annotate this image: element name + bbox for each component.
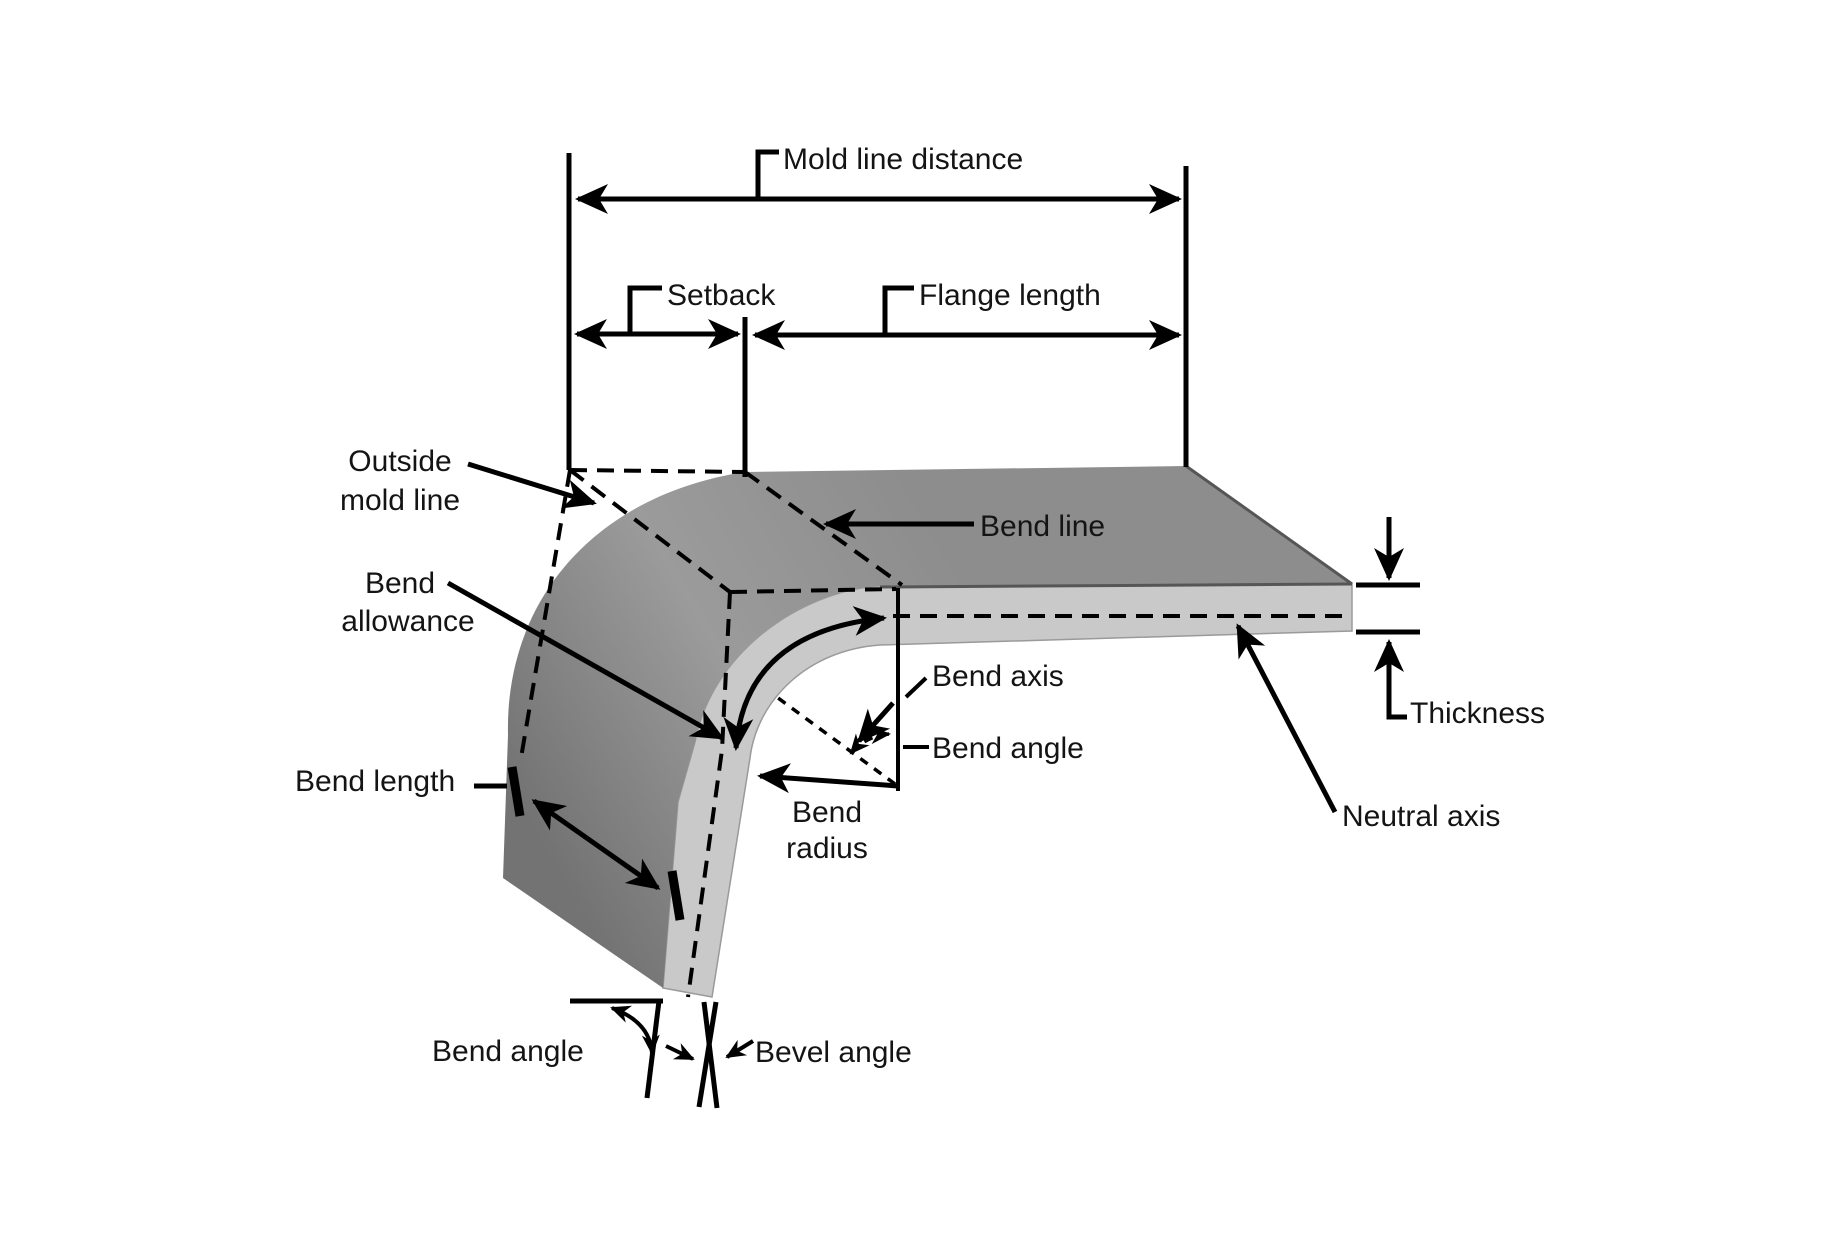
flange-front-top-edge xyxy=(879,582,1353,589)
bend-length-tick-end xyxy=(667,870,685,921)
mold-line-distance-leader xyxy=(755,149,779,199)
bend-length-dimension-line xyxy=(531,798,661,891)
flange-length-leader xyxy=(882,285,914,335)
bevel-angle-left-arrow xyxy=(665,1043,695,1061)
dimensions: Mold line distance Setback Flange length xyxy=(566,143,1189,477)
bend-allowance-label-line1: Bend xyxy=(365,567,435,600)
bevel-angle-right-arrow xyxy=(725,1039,755,1059)
bend-axis-label: Bend axis xyxy=(932,660,1064,693)
mold-line-distance-label: Mold line distance xyxy=(783,143,1023,176)
bend-allowance-leader-arrow xyxy=(446,580,725,741)
flange-right-edge xyxy=(1185,464,1353,586)
bend-angle-mid-label: Bend angle xyxy=(932,732,1084,765)
bend-radius-dashed-line xyxy=(772,693,897,786)
callouts: Outside mold line Bend line Bend allowan… xyxy=(295,445,1545,921)
neutral-axis-arrow xyxy=(1235,623,1338,814)
bend-allowance-arc xyxy=(723,606,887,751)
sheet-body xyxy=(503,464,1353,998)
bend-angle-arc-arrow xyxy=(610,1005,660,1055)
setback-label: Setback xyxy=(667,279,776,312)
bend-radius-label-line1: Bend xyxy=(792,796,862,829)
bend-radius-arrow xyxy=(757,763,899,794)
bend-axis-arrow xyxy=(856,701,895,744)
bend-radius-label-line2: radius xyxy=(786,832,868,865)
bend-angle-bottom-label: Bend angle xyxy=(432,1035,584,1068)
sheet-outer-surface xyxy=(503,466,1352,988)
thickness-label: Thickness xyxy=(1410,697,1545,730)
outside-mold-line-label-line1: Outside xyxy=(348,445,451,478)
bend-length-tick-start xyxy=(507,766,525,817)
outside-mold-top-dashed-line xyxy=(569,468,746,474)
flange-length-label: Flange length xyxy=(919,279,1101,312)
leg-neutral-dashed-line xyxy=(686,591,732,998)
outside-mold-line-arrow xyxy=(467,461,597,509)
near-mold-corner-dashed-line xyxy=(729,587,897,594)
neutral-axis-label: Neutral axis xyxy=(1342,800,1500,833)
setback-leader xyxy=(627,285,662,334)
bevel-angle-edge-line xyxy=(696,1001,719,1108)
bevel-angle-label: Bevel angle xyxy=(755,1036,912,1069)
leg-extension-dashed-line xyxy=(519,469,572,759)
bend-angle-dashed-arc xyxy=(849,726,891,755)
bend-length-label: Bend length xyxy=(295,765,455,798)
bevel-angle-reference-line xyxy=(701,1001,720,1109)
thickness-arrow-up-with-leader xyxy=(1374,639,1407,720)
bend-axis-label-tick xyxy=(904,676,928,699)
bottom-angle-figures: Bend angle Bevel angle xyxy=(432,998,912,1109)
outside-mold-line-label-line2: mold line xyxy=(340,484,460,517)
bend-allowance-label-line2: allowance xyxy=(341,605,474,638)
bend-line-label: Bend line xyxy=(980,510,1105,543)
